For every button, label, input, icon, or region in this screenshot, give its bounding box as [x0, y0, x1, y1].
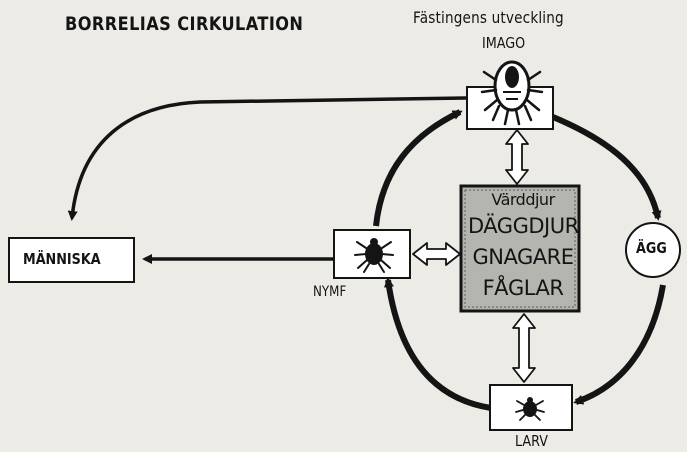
host-box	[459, 184, 581, 313]
host-item-birds: FÅGLAR	[482, 276, 564, 300]
cycle-arrow-imago-to-agg	[551, 114, 662, 221]
diagram-title: BORRELIAS CIRKULATION	[65, 13, 304, 35]
cycle-arrow-nymf-to-imago	[373, 109, 463, 227]
diagram-subtitle: Fästingens utveckling	[413, 8, 564, 27]
tick-larva-icon	[515, 397, 545, 421]
imago-label: IMAGO	[482, 34, 526, 52]
double-arrow-host-larva	[512, 313, 536, 383]
human-label: MÄNNISKA	[23, 250, 101, 268]
nymf-label: NYMF	[313, 284, 347, 300]
cycle-arrow-larv-to-nymf	[384, 277, 492, 411]
tick-adult-icon	[480, 60, 544, 126]
egg-node	[625, 222, 681, 278]
agg-label: ÄGG	[636, 239, 667, 257]
tick-nymph-icon	[354, 238, 394, 273]
human-box	[8, 237, 135, 283]
cycle-arrow-agg-to-larv	[573, 284, 666, 405]
arrow-imago-to-human	[67, 96, 467, 221]
host-item-mammals: DÄGGDJUR	[468, 214, 579, 238]
host-item-rodents: GNAGARE	[472, 245, 574, 269]
double-arrow-nymph-host	[412, 242, 461, 266]
host-heading: Värddjur	[491, 190, 555, 209]
double-arrow-imago-host	[505, 129, 529, 185]
larv-label: LARV	[515, 432, 549, 450]
